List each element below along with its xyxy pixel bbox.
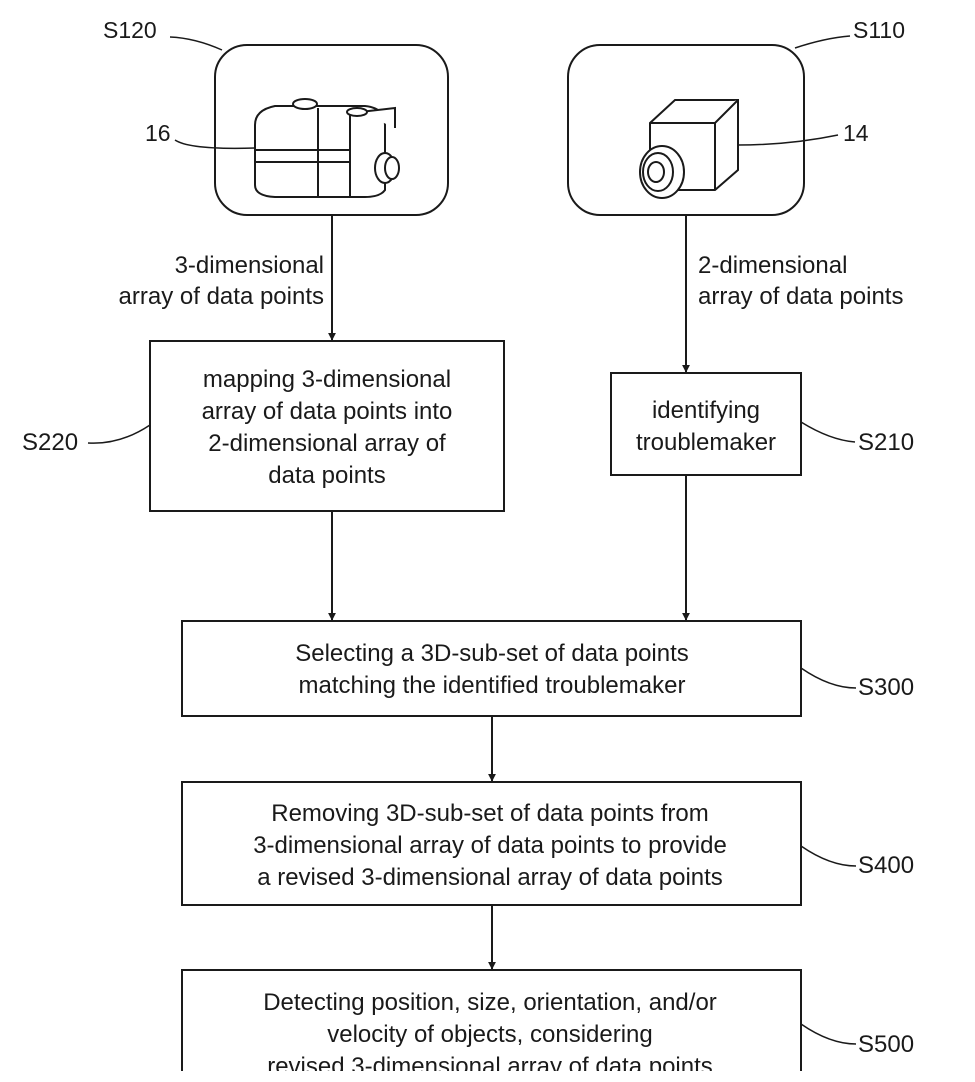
s120-leader: [169, 36, 223, 51]
ref-s110: S110: [853, 17, 905, 43]
mapping-line-3: 2-dimensional array of: [208, 430, 446, 457]
select-line-2: matching the identified troublemaker: [299, 672, 686, 699]
identify-box: [610, 372, 802, 476]
identify-line-2: troublemaker: [636, 429, 776, 456]
s500-leader: [800, 1023, 857, 1045]
ref-16: 16: [145, 120, 171, 146]
bottom-crop: [0, 1071, 975, 1082]
edge-label-2d-line1: 2-dimensional: [698, 252, 847, 279]
mapping-box: [149, 340, 505, 512]
s400-leader: [800, 845, 857, 867]
remove-line-1: Removing 3D-sub-set of data points from: [271, 800, 709, 827]
edge-label-3d-line1: 3-dimensional: [175, 252, 324, 279]
s210-leader: [800, 421, 856, 443]
identify-line-1: identifying: [652, 397, 760, 424]
detect-line-1: Detecting position, size, orientation, a…: [263, 989, 717, 1016]
camera-icon: [639, 99, 739, 199]
ref-14: 14: [843, 120, 869, 146]
ref-s120: S120: [103, 17, 157, 43]
edge-label-3d-line2: array of data points: [119, 283, 324, 310]
select-line-1: Selecting a 3D-sub-set of data points: [295, 640, 689, 667]
ref-14-leader: [737, 134, 839, 146]
ref-s400: S400: [858, 852, 914, 879]
mapping-line-2: array of data points into: [202, 398, 453, 425]
lidar-sensor-icon: [254, 98, 400, 198]
ref-s210: S210: [858, 429, 914, 456]
mapping-line-4: data points: [268, 462, 385, 489]
remove-box: [181, 781, 802, 906]
ref-s300: S300: [858, 674, 914, 701]
s220-leader: [87, 424, 151, 444]
select-box: [181, 620, 802, 717]
s300-leader: [800, 667, 857, 689]
detect-box: [181, 969, 802, 1082]
detect-line-2: velocity of objects, considering: [327, 1021, 653, 1048]
ref-s500: S500: [858, 1031, 914, 1058]
remove-line-2: 3-dimensional array of data points to pr…: [253, 832, 727, 859]
edge-label-2d-line2: array of data points: [698, 283, 903, 310]
mapping-line-1: mapping 3-dimensional: [203, 366, 451, 393]
ref-s220: S220: [22, 429, 78, 456]
ref-16-leader: [174, 139, 256, 150]
remove-line-3: a revised 3-dimensional array of data po…: [257, 864, 723, 891]
s110-leader: [794, 35, 851, 49]
